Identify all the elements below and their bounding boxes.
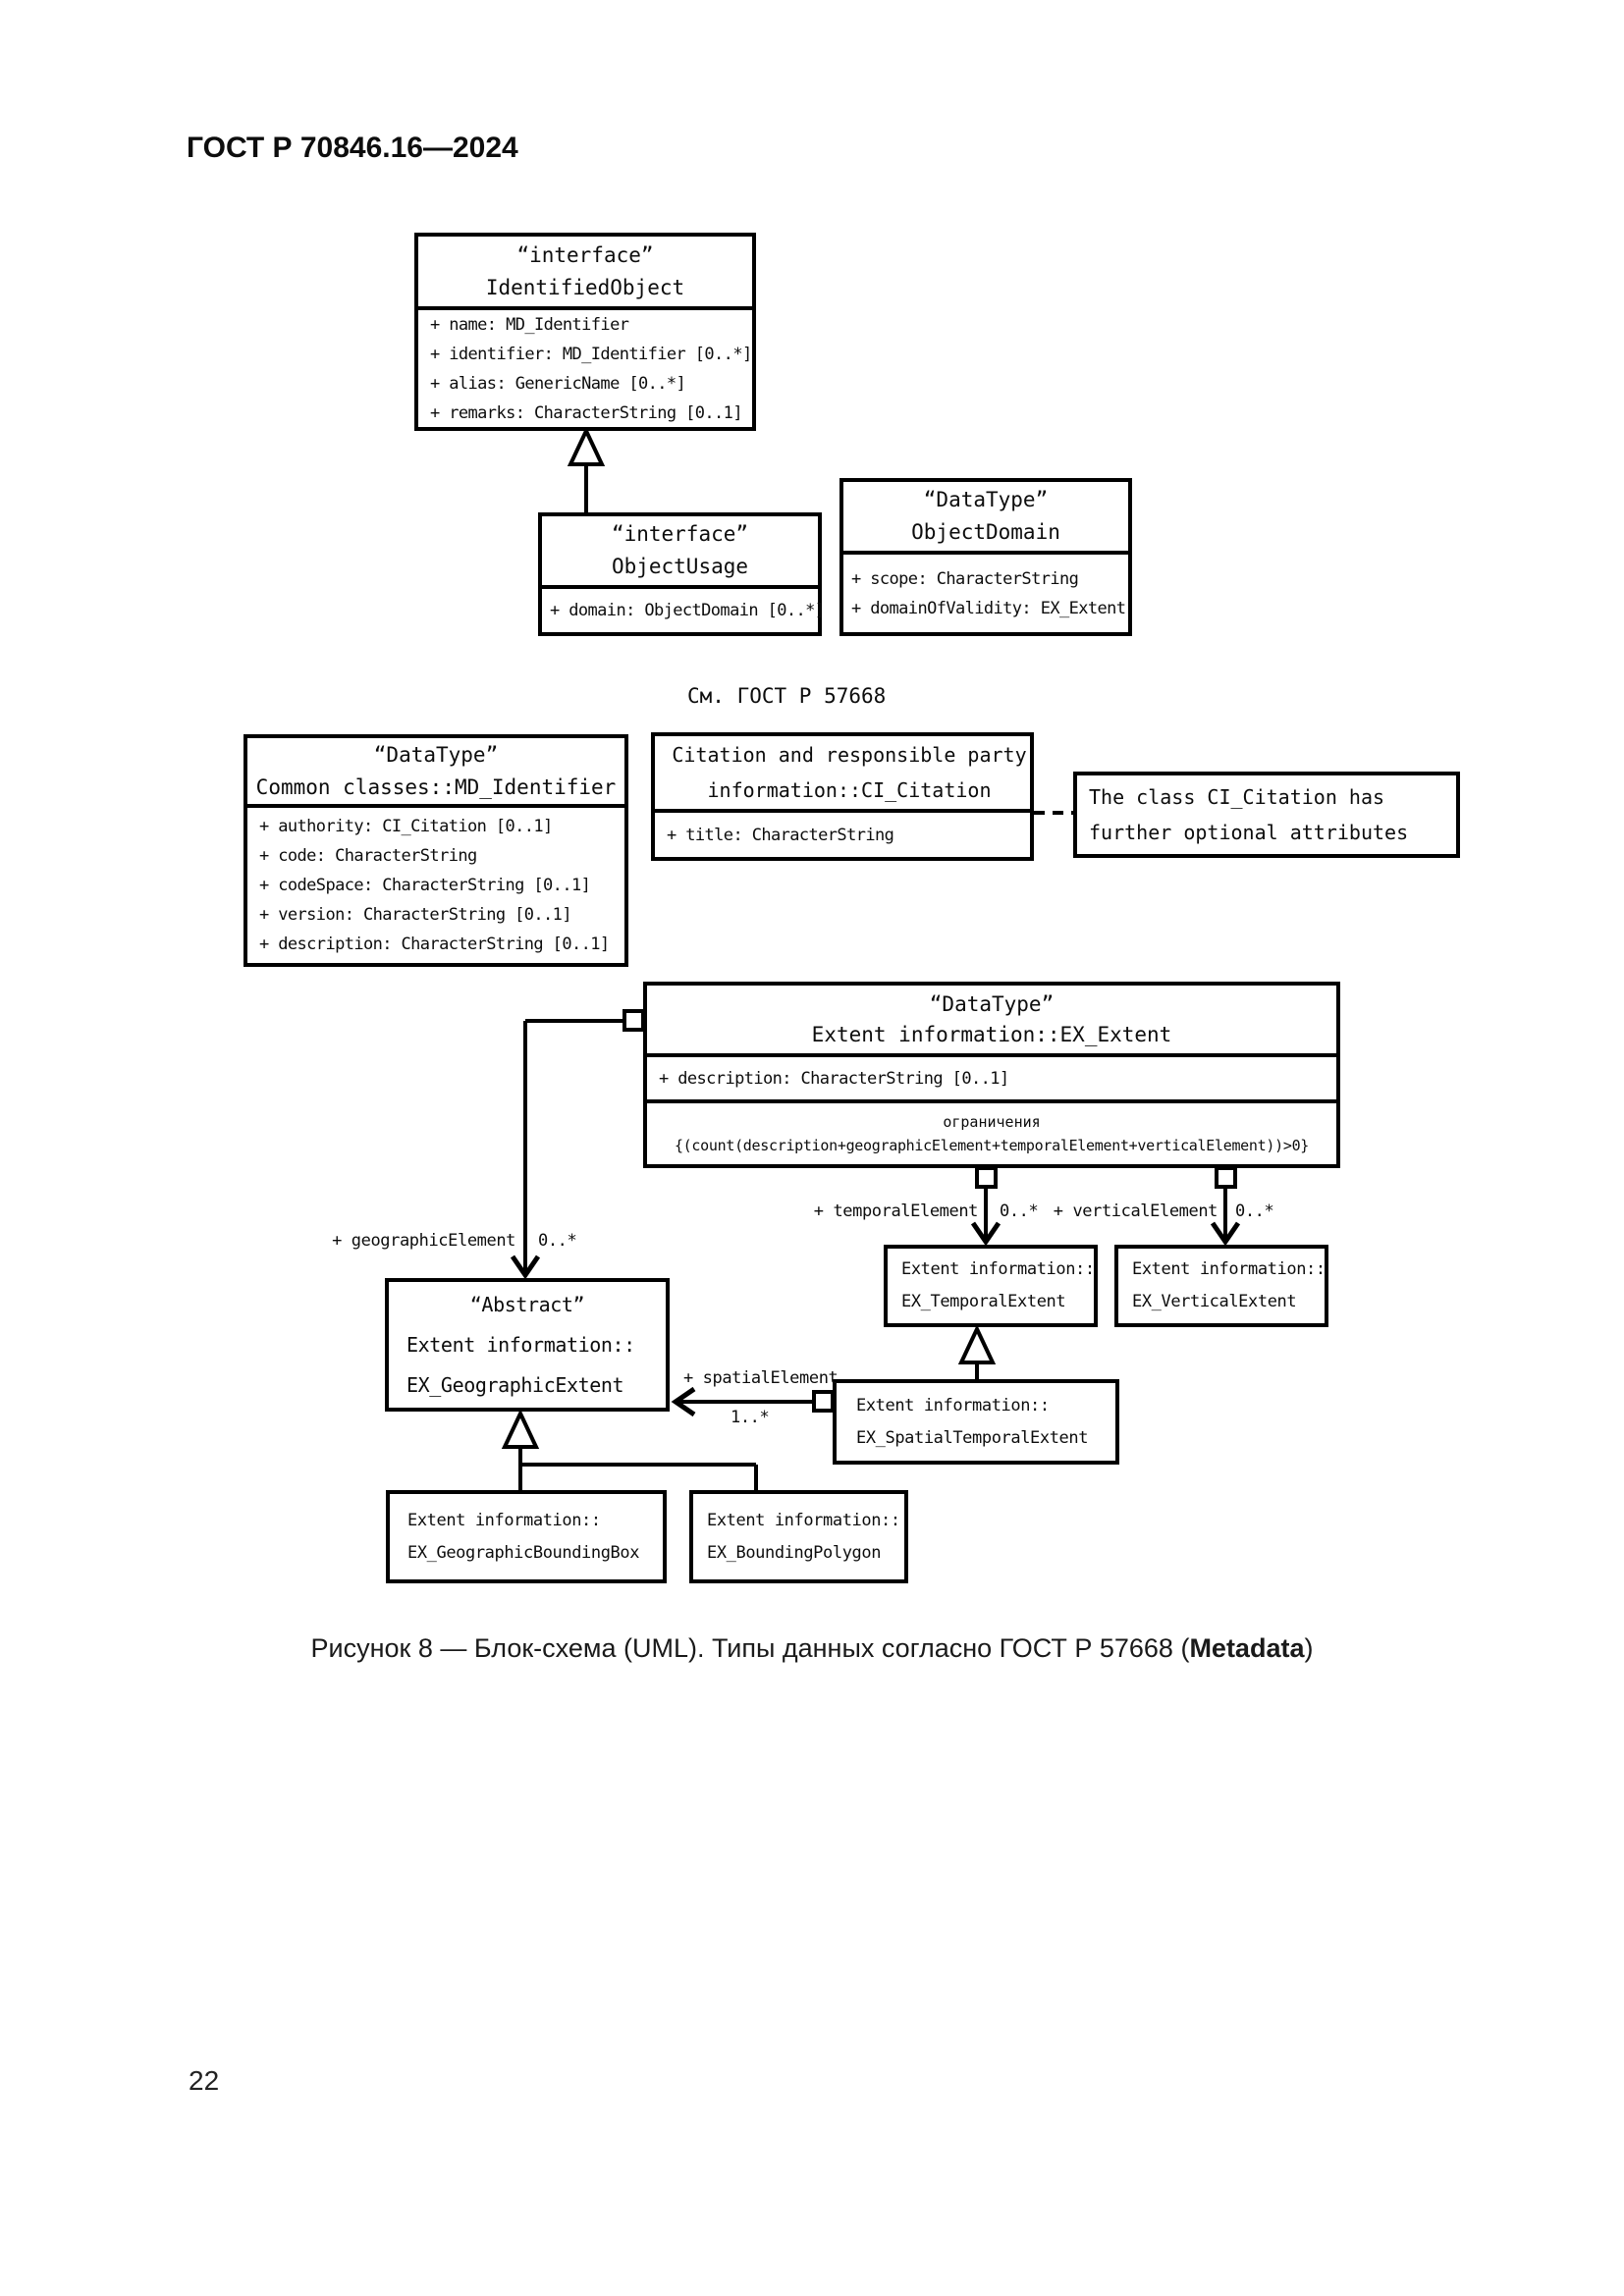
caption-bold-text: Metadata: [1189, 1633, 1305, 1663]
aggregation-square-icon: [1215, 1166, 1237, 1189]
class-ex-vertical-extent: Extent information:: EX_VerticalExtent: [1114, 1245, 1328, 1327]
attribute: + identifier: MD_Identifier [0..*]: [430, 345, 752, 364]
generalization-triangle-icon: [957, 1324, 997, 1364]
attribute: + version: CharacterString [0..1]: [259, 905, 572, 925]
class-name: ObjectDomain: [911, 520, 1060, 544]
page-header: ГОСТ Р 70846.16—2024: [187, 132, 518, 164]
class-ex-geographic-bounding-box: Extent information:: EX_GeographicBoundi…: [386, 1490, 667, 1583]
class-object-usage: “interface” ObjectUsage + domain: Object…: [538, 512, 825, 636]
class-name: information::CI_Citation: [707, 778, 992, 802]
class-name: EX_GeographicExtent: [406, 1372, 624, 1397]
attribute: + description: CharacterString [0..1]: [659, 1068, 1009, 1089]
class-name: Citation and responsible party: [672, 743, 1027, 767]
stereotype-label: “DataType”: [929, 991, 1055, 1016]
class-name: IdentifiedObject: [485, 275, 685, 299]
class-name: Extent information::EX_Extent: [811, 1022, 1172, 1046]
class-object-domain: “DataType” ObjectDomain + scope: Charact…: [839, 478, 1132, 636]
aggregation-square-icon: [623, 1009, 645, 1032]
generalization-triangle-icon: [567, 426, 606, 466]
class-name: EX_SpatialTemporalExtent: [856, 1427, 1089, 1448]
attribute: + alias: GenericName [0..*]: [430, 374, 686, 394]
class-name: EX_GeographicBoundingBox: [407, 1542, 640, 1563]
aggregation-square-icon: [812, 1390, 835, 1413]
class-name: EX_VerticalExtent: [1132, 1292, 1297, 1311]
role-label-spatialelement: + spatialElement: [683, 1368, 839, 1388]
caption-text: Рисунок 8 — Блок-схема (UML). Типы данны…: [310, 1633, 1190, 1663]
attribute: + scope: CharacterString: [851, 568, 1079, 589]
class-md-identifier: “DataType” Common classes::MD_Identifier…: [244, 734, 628, 967]
multiplicity-label-spatialelement: 1..*: [731, 1408, 770, 1427]
class-package: Extent information::: [707, 1510, 900, 1530]
caption-text: ): [1304, 1633, 1314, 1663]
attribute: + description: CharacterString [0..1]: [259, 934, 610, 954]
class-ex-bounding-polygon: Extent information:: EX_BoundingPolygon: [689, 1490, 908, 1583]
class-ex-geographic-extent: “Abstract” Extent information:: EX_Geogr…: [385, 1278, 670, 1412]
class-package: Extent information::: [901, 1259, 1095, 1279]
class-package: Extent information::: [406, 1332, 635, 1357]
multiplicity-label-temporalelement: 0..*: [1000, 1201, 1039, 1221]
see-reference-text: См. ГОСТ Р 57668: [687, 684, 887, 708]
attribute: + remarks: CharacterString [0..1]: [430, 403, 743, 423]
constraint-title: ограничения: [943, 1113, 1041, 1131]
generalization-triangle-icon: [501, 1409, 540, 1449]
class-name: ObjectUsage: [611, 555, 749, 578]
temporalelement-arrowhead-icon: [970, 1221, 1001, 1247]
attribute: + domainOfValidity: EX_Extent: [851, 598, 1126, 618]
class-package: Extent information::: [1132, 1259, 1326, 1279]
stereotype-label: “DataType”: [373, 742, 499, 767]
stereotype-label: “interface”: [611, 522, 749, 546]
class-package: Extent information::: [407, 1510, 601, 1530]
uml-note: The class CI_Citation has further option…: [1073, 772, 1460, 858]
aggregation-square-icon: [975, 1166, 998, 1189]
figure-caption: Рисунок 8 — Блок-схема (UML). Типы данны…: [0, 1633, 1624, 1664]
attribute: + name: MD_Identifier: [430, 315, 629, 335]
class-identified-object: “interface” IdentifiedObject + name: MD_…: [414, 233, 756, 431]
class-package: Extent information::: [856, 1395, 1050, 1415]
stereotype-label: “interface”: [516, 242, 654, 267]
class-name: Common classes::MD_Identifier: [255, 774, 617, 799]
verticalelement-arrowhead-icon: [1210, 1221, 1241, 1247]
class-ex-spatial-temporal-extent: Extent information:: EX_SpatialTemporalE…: [833, 1379, 1119, 1465]
role-label-geographicelement: + geographicElement: [332, 1231, 515, 1251]
note-text: The class CI_Citation has further option…: [1089, 785, 1409, 844]
class-name: EX_TemporalExtent: [901, 1292, 1066, 1311]
class-ex-extent: “DataType” Extent information::EX_Extent…: [643, 982, 1340, 1168]
page-number: 22: [189, 2065, 220, 2096]
attribute: + code: CharacterString: [259, 846, 477, 866]
attribute: + title: CharacterString: [667, 825, 894, 845]
class-ci-citation: Citation and responsible party informati…: [651, 732, 1034, 861]
role-label-temporalelement: + temporalElement: [813, 1201, 979, 1221]
class-ex-temporal-extent: Extent information:: EX_TemporalExtent: [884, 1245, 1098, 1327]
class-name: EX_BoundingPolygon: [707, 1542, 882, 1563]
stereotype-label: “Abstract”: [469, 1292, 585, 1316]
multiplicity-label-geographicelement: 0..*: [538, 1231, 577, 1251]
attribute: + codeSpace: CharacterString [0..1]: [259, 876, 591, 895]
spatialelement-arrowhead-icon: [671, 1386, 696, 1417]
attribute: + domain: ObjectDomain [0..*]: [550, 601, 825, 620]
geographicelement-arrowhead-icon: [510, 1255, 541, 1280]
attribute: + authority: CI_Citation [0..1]: [259, 817, 553, 836]
stereotype-label: “DataType”: [923, 488, 1049, 511]
role-label-verticalelement: + verticalElement: [1053, 1201, 1218, 1221]
constraint-expression: {(count(description+geographicElement+te…: [674, 1137, 1310, 1154]
multiplicity-label-verticalelement: 0..*: [1235, 1201, 1274, 1221]
